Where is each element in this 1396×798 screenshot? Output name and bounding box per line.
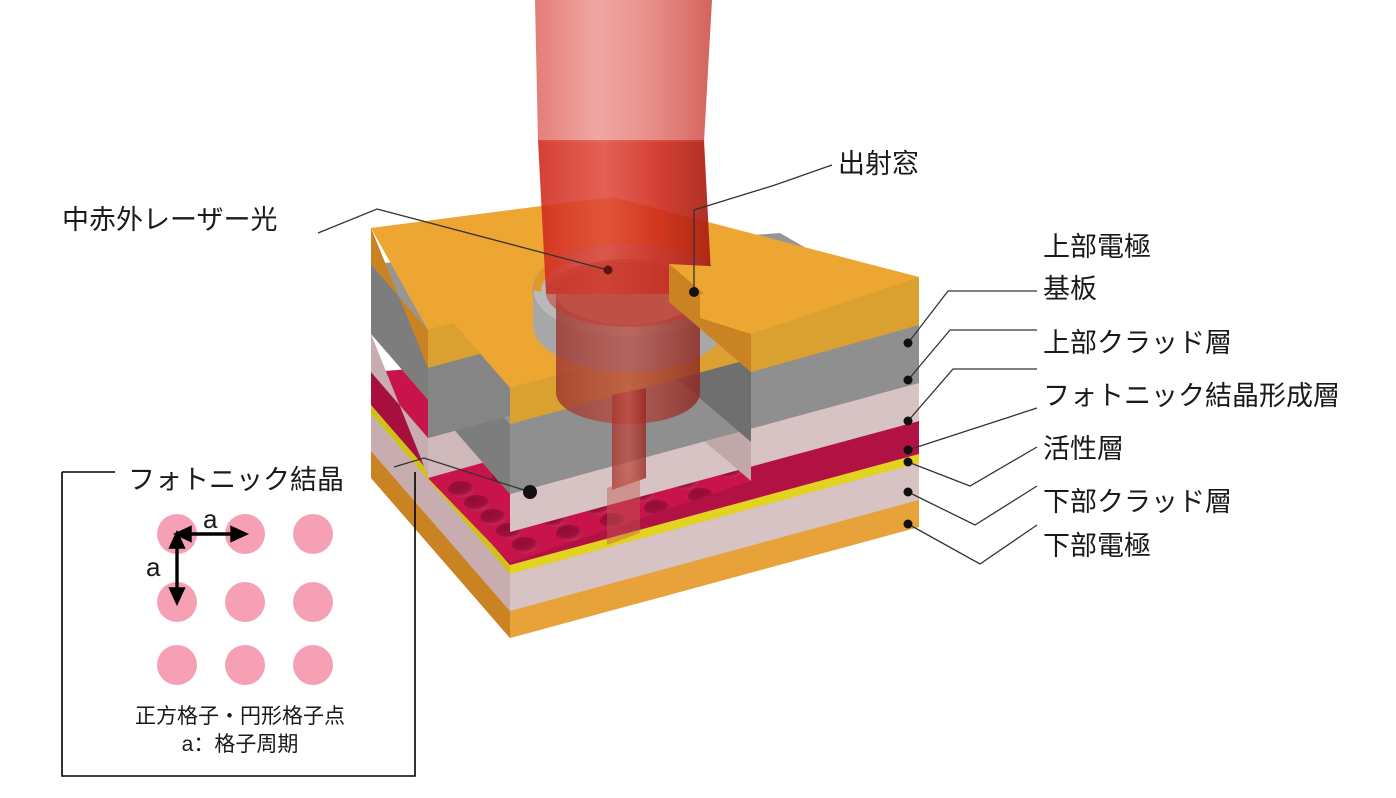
callout-mid-ir-laser: 中赤外レーザー光 bbox=[62, 205, 278, 235]
lattice-arrows bbox=[168, 525, 250, 607]
inset-caption-line2: a：格子周期 bbox=[181, 733, 299, 756]
leader-bottom-electrode bbox=[907, 523, 1038, 565]
label-lower-clad: 下部クラッド層 bbox=[1043, 487, 1232, 517]
callout-emission-window: 出射窓 bbox=[838, 149, 919, 179]
inset-caption-line1: 正方格子・円形格子点 bbox=[135, 705, 345, 728]
label-photonic-crystal-layer: フォトニック結晶形成層 bbox=[1043, 381, 1340, 411]
label-active-layer: 活性層 bbox=[1043, 434, 1124, 464]
label-top-electrode: 上部電極 bbox=[1043, 232, 1151, 262]
leader-lower-clad bbox=[907, 485, 1038, 526]
label-substrate: 基板 bbox=[1043, 274, 1097, 304]
dot-photonic-crystal bbox=[523, 485, 537, 499]
leader-active-layer bbox=[907, 446, 1038, 487]
leader-top-electrode bbox=[907, 290, 1037, 344]
dot-mid-ir bbox=[603, 265, 613, 275]
label-bottom-electrode: 下部電極 bbox=[1043, 531, 1151, 561]
inset-title: フォトニック結晶 bbox=[120, 458, 352, 497]
lattice-dots bbox=[157, 514, 333, 685]
label-upper-clad: 上部クラッド層 bbox=[1043, 328, 1232, 358]
dot-emission-window bbox=[689, 287, 699, 297]
leader-photonic-crystal-layer bbox=[907, 407, 1038, 451]
lattice-arrow-label-horizontal: a bbox=[203, 504, 218, 534]
leader-emission-window bbox=[693, 164, 833, 292]
lattice-arrow-label-vertical: a bbox=[146, 552, 161, 582]
laser-beam bbox=[535, 0, 712, 545]
leader-substrate bbox=[907, 329, 1037, 381]
leader-mid-ir bbox=[317, 208, 609, 271]
leader-upper-clad bbox=[907, 368, 1037, 422]
inset-box-frame bbox=[61, 471, 416, 777]
leader-lines bbox=[317, 164, 1038, 565]
leader-photonic-crystal bbox=[393, 457, 531, 493]
leader-dots bbox=[523, 265, 913, 529]
